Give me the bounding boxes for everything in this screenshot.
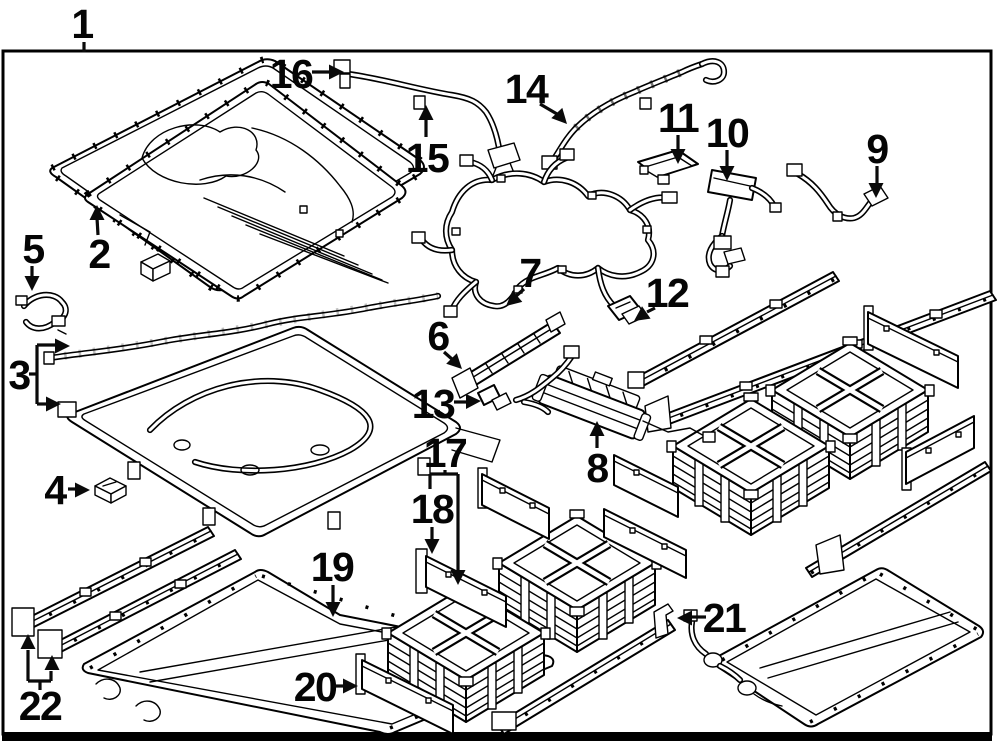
main-wiring-harness xyxy=(411,148,678,318)
callout-7-label[interactable]: 7 xyxy=(519,250,542,296)
callout-16[interactable]: 16 xyxy=(270,51,344,97)
callout-4-label[interactable]: 4 xyxy=(44,467,69,513)
callout-20-label[interactable]: 20 xyxy=(294,664,339,710)
callout-13[interactable]: 13 xyxy=(412,381,481,427)
corner-bracket xyxy=(15,291,69,335)
callout-12[interactable]: 12 xyxy=(634,270,690,321)
end-panel-18 xyxy=(415,548,507,628)
upper-gasket-ring xyxy=(47,56,428,294)
tray-seal-strip xyxy=(43,292,442,365)
callout-19-label[interactable]: 19 xyxy=(311,544,356,590)
small-spacer-block xyxy=(140,253,171,282)
jumper-cable-9 xyxy=(786,163,889,222)
bus-bar-rail-6 xyxy=(451,311,566,399)
callout-11-label[interactable]: 11 xyxy=(658,95,701,141)
callout-3-label[interactable]: 3 xyxy=(8,352,32,398)
callout-14[interactable]: 14 xyxy=(505,66,567,124)
callout-17-label[interactable]: 17 xyxy=(424,430,468,476)
callout-5-label[interactable]: 5 xyxy=(22,226,46,272)
sensor-plate-11 xyxy=(637,149,699,185)
mounting-rail-21 xyxy=(491,603,676,735)
small-clip xyxy=(94,477,127,504)
callout-7[interactable]: 7 xyxy=(506,250,542,306)
callout-1-label[interactable]: 1 xyxy=(71,1,95,47)
callout-20[interactable]: 20 xyxy=(294,664,358,710)
mounting-rail-r1 xyxy=(627,271,840,389)
callout-11[interactable]: 11 xyxy=(658,95,701,164)
callout-15[interactable]: 15 xyxy=(406,105,451,181)
floor-rail-22a xyxy=(11,526,215,637)
callout-21-label[interactable]: 21 xyxy=(703,595,748,641)
diagram-border xyxy=(1,49,993,741)
callout-2-label[interactable]: 2 xyxy=(88,231,112,277)
end-panel-w4c xyxy=(603,508,687,579)
callout-22[interactable]: 22 xyxy=(19,634,64,729)
callout-21[interactable]: 21 xyxy=(677,595,748,641)
cooling-duct-16 xyxy=(333,59,521,179)
callout-5[interactable]: 5 xyxy=(22,226,46,291)
callout-1[interactable]: 1 xyxy=(71,1,95,52)
end-panel-w5 xyxy=(863,305,959,389)
callout-6-label[interactable]: 6 xyxy=(427,313,451,359)
callout-2[interactable]: 2 xyxy=(88,205,112,277)
callout-9-label[interactable]: 9 xyxy=(866,126,890,172)
callout-19[interactable]: 19 xyxy=(311,544,356,617)
floor-rail-22b xyxy=(37,549,242,659)
callout-15-label[interactable]: 15 xyxy=(406,135,451,181)
callout-22-label[interactable]: 22 xyxy=(19,683,64,729)
callout-10-label[interactable]: 10 xyxy=(706,110,751,156)
callout-6[interactable]: 6 xyxy=(427,313,462,369)
battery-service-unit-8 xyxy=(531,365,716,443)
callout-3[interactable]: 3 xyxy=(8,338,70,412)
sub-harness-13 xyxy=(477,345,580,416)
callout-18[interactable]: 18 xyxy=(411,486,456,554)
callout-16-label[interactable]: 16 xyxy=(270,51,315,97)
callout-18-label[interactable]: 18 xyxy=(411,486,456,532)
side-cover-panel-right xyxy=(683,567,985,728)
callout-8-label[interactable]: 8 xyxy=(586,445,610,491)
end-panel-w4b xyxy=(613,454,679,518)
end-panel-w6 xyxy=(901,415,975,491)
callout-4[interactable]: 4 xyxy=(44,467,90,513)
callout-17[interactable]: 17 xyxy=(424,430,468,585)
callout-8[interactable]: 8 xyxy=(586,421,610,491)
callout-10[interactable]: 10 xyxy=(706,110,751,181)
battery-lower-tray xyxy=(57,325,501,538)
callout-13-label[interactable]: 13 xyxy=(412,381,457,427)
end-panel-w1 xyxy=(477,467,550,540)
bracket-harness-10 xyxy=(705,169,782,278)
battery-upper-cover xyxy=(81,78,409,302)
end-panel-20 xyxy=(355,653,454,735)
mounting-rail-r5 xyxy=(805,461,992,578)
callout-9[interactable]: 9 xyxy=(866,126,890,198)
